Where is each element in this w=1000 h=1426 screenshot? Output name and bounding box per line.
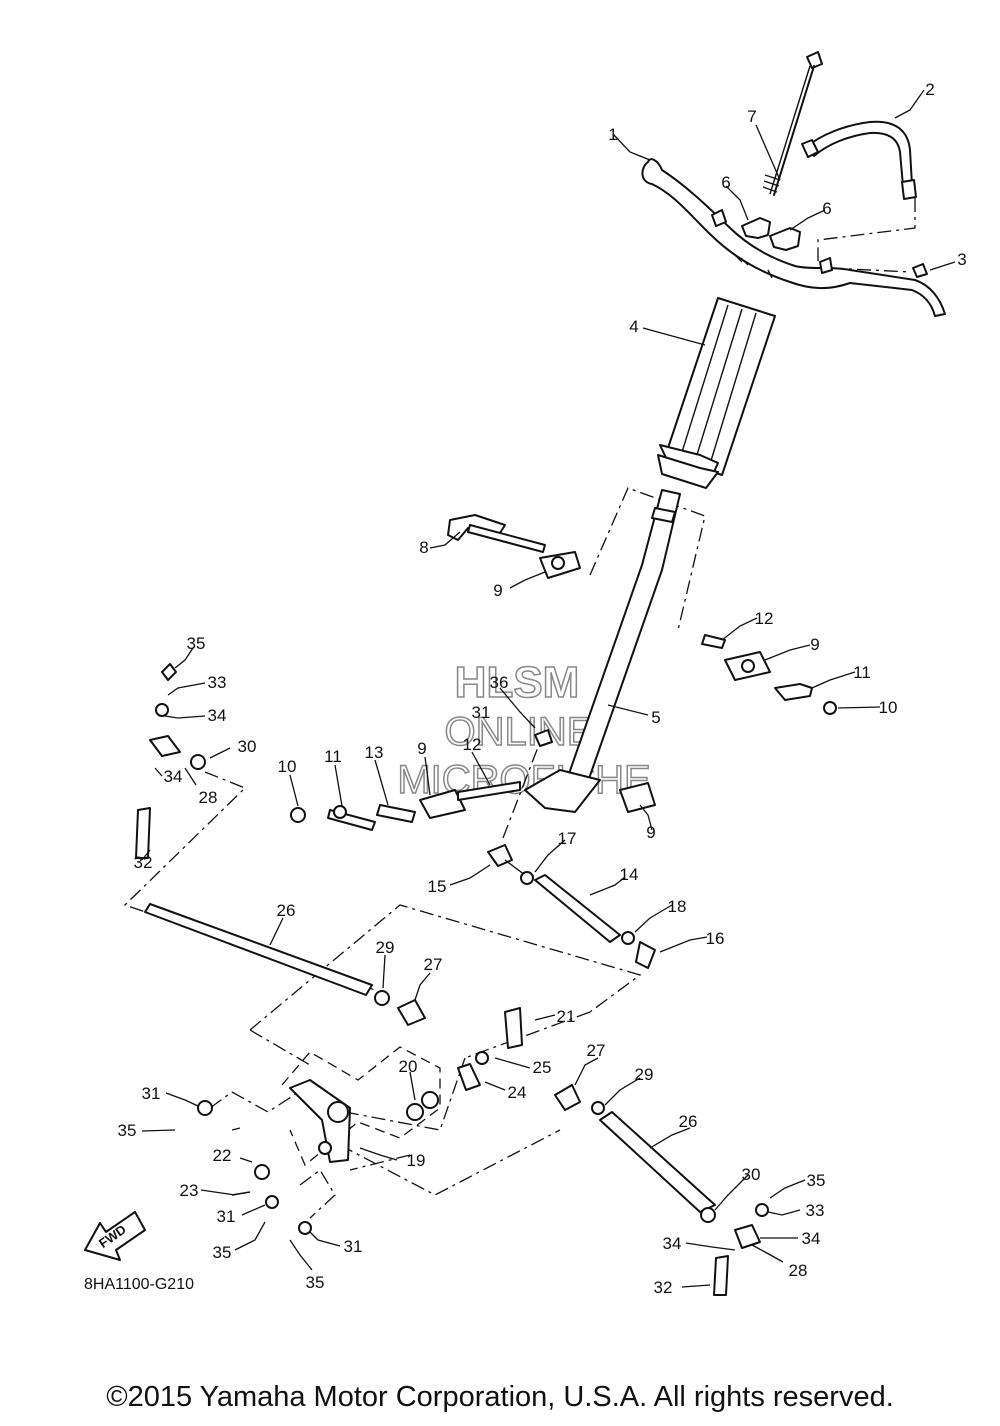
callout-9b: 9 (810, 635, 819, 654)
callout-34b: 34 (164, 767, 183, 786)
callout-26a: 26 (277, 901, 296, 920)
callout-18: 18 (668, 897, 687, 916)
callout-31a: 31 (472, 703, 491, 722)
callout-32a: 32 (134, 853, 153, 872)
callout-30b: 30 (742, 1165, 761, 1184)
callout-12a: 12 (463, 735, 482, 754)
callout-labels: 1 2 3 4 5 6 6 7 8 9 9 9 9 10 10 11 11 12… (118, 80, 967, 1297)
callout-26b: 26 (679, 1112, 698, 1131)
callout-9d: 9 (646, 823, 655, 842)
callout-31b: 31 (142, 1084, 161, 1103)
left-upper-joint (447, 514, 581, 579)
callout-12b: 12 (755, 609, 774, 628)
fwd-arrow: FWD (84, 1211, 146, 1261)
callout-35e: 35 (807, 1171, 826, 1190)
callout-25: 25 (533, 1058, 552, 1077)
column-cover (659, 297, 776, 477)
tie-rod-right (554, 1084, 769, 1296)
callout-28b: 28 (789, 1261, 808, 1280)
callout-34d: 34 (802, 1229, 821, 1248)
right-linkage (701, 634, 837, 715)
callout-34a: 34 (208, 706, 227, 725)
watermark-line-2: ONLINE (445, 710, 594, 754)
callout-35b: 35 (118, 1121, 137, 1140)
callout-32b: 32 (654, 1278, 673, 1297)
callout-33b: 33 (806, 1201, 825, 1220)
callout-35d: 35 (306, 1273, 325, 1292)
callout-27b: 27 (587, 1041, 606, 1060)
callout-33a: 33 (208, 673, 227, 692)
center-linkage (290, 729, 656, 831)
callout-34c: 34 (663, 1234, 682, 1253)
callout-14: 14 (620, 865, 639, 884)
callout-22: 22 (213, 1146, 232, 1165)
callout-9c: 9 (417, 739, 426, 758)
callout-35a: 35 (187, 634, 206, 653)
callout-6b: 6 (822, 199, 831, 218)
watermark-line-1: HLSM (455, 658, 580, 707)
callout-21: 21 (557, 1007, 576, 1026)
callout-36: 36 (490, 673, 509, 692)
callout-1: 1 (608, 125, 617, 144)
callout-35c: 35 (213, 1243, 232, 1262)
tie-rod-upper (487, 844, 656, 969)
grip (801, 120, 917, 200)
tie-rod-left (135, 663, 426, 1026)
callout-10b: 10 (879, 698, 898, 717)
diagram-code: 8HA1100-G210 (84, 1276, 194, 1293)
callout-15: 15 (428, 877, 447, 896)
callout-19: 19 (407, 1151, 426, 1170)
callout-16: 16 (706, 929, 725, 948)
callout-29a: 29 (376, 938, 395, 957)
callout-13: 13 (365, 743, 384, 762)
callout-27a: 27 (424, 955, 443, 974)
steering-shaft (524, 454, 719, 813)
assembly-dash-lines (123, 198, 916, 1219)
callout-3: 3 (957, 250, 966, 269)
callout-8: 8 (419, 538, 428, 557)
callout-28a: 28 (199, 788, 218, 807)
callout-31c: 31 (217, 1207, 236, 1226)
handlebar (641, 158, 946, 317)
callout-17: 17 (558, 829, 577, 848)
leader-lines (141, 89, 956, 1288)
callout-4: 4 (629, 317, 638, 336)
callout-20: 20 (399, 1057, 418, 1076)
callout-24: 24 (508, 1083, 527, 1102)
callout-11a: 11 (324, 747, 342, 766)
callout-11b: 11 (853, 663, 871, 682)
callout-10a: 10 (278, 757, 297, 776)
callout-2: 2 (925, 80, 934, 99)
callout-29b: 29 (635, 1065, 654, 1084)
callout-30a: 30 (238, 737, 257, 756)
callout-7: 7 (747, 107, 756, 126)
callout-6a: 6 (721, 173, 730, 192)
upper-hardware (741, 51, 928, 278)
callout-9a: 9 (493, 581, 502, 600)
callout-31d: 31 (344, 1237, 363, 1256)
copyright-footer: ©2015 Yamaha Motor Corporation, U.S.A. A… (106, 1381, 894, 1413)
callout-5: 5 (651, 708, 660, 727)
callout-23: 23 (180, 1181, 199, 1200)
lower-assembly (197, 1007, 523, 1235)
